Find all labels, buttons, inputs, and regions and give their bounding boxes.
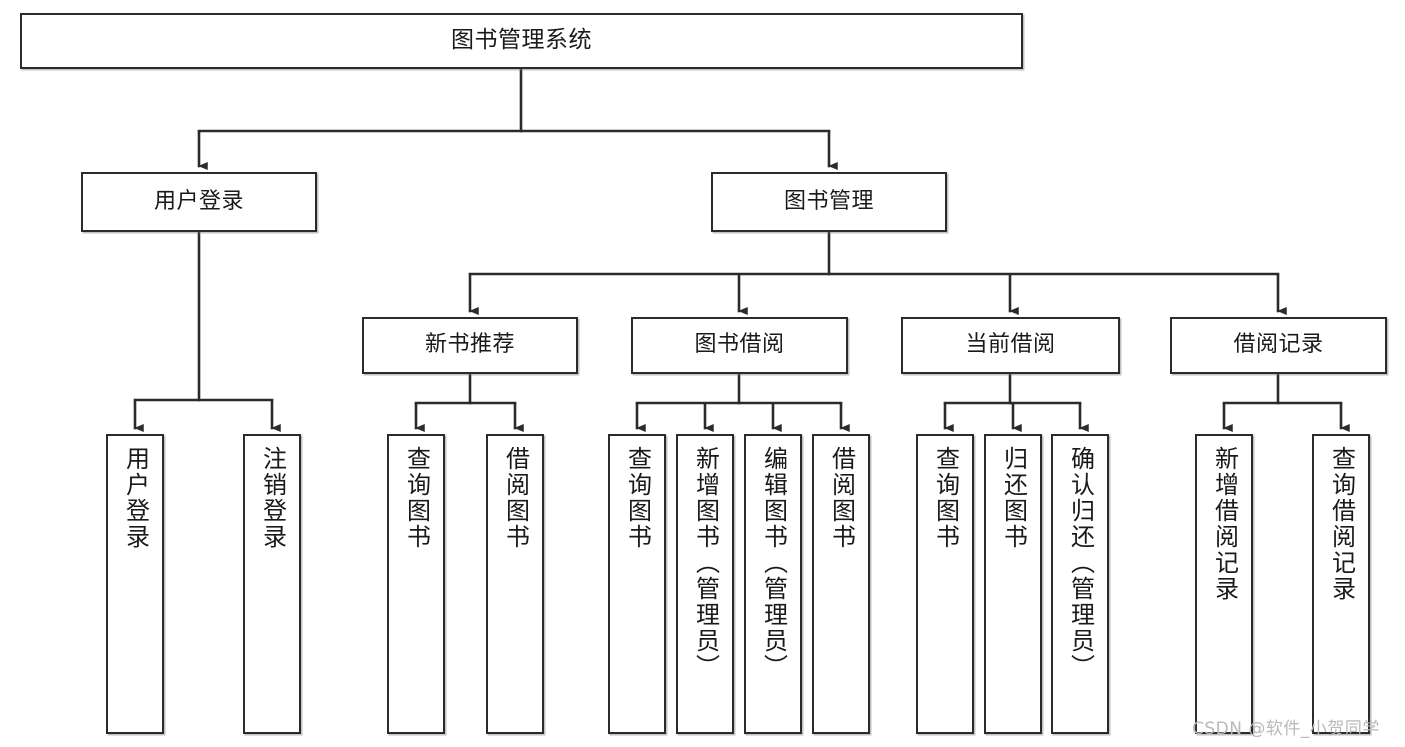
node-book-manage[interactable]: 图书管理 (711, 172, 947, 232)
node-root-label: 图书管理系统 (451, 27, 592, 54)
node-leaf-query-record[interactable]: 查询借阅记录 (1312, 434, 1370, 734)
node-new-book-rec[interactable]: 新书推荐 (362, 317, 578, 374)
node-book-borrow[interactable]: 图书借阅 (631, 317, 848, 374)
node-leaf-add-record[interactable]: 新增借阅记录 (1195, 434, 1253, 734)
node-leaf-query-book-rec[interactable]: 查询图书 (387, 434, 445, 734)
node-current-borrow-label: 当前借阅 (965, 332, 1056, 358)
node-book-manage-label: 图书管理 (783, 188, 874, 214)
watermark: CSDN @软件_小贺同学 (1192, 719, 1380, 739)
node-leaf-edit-book[interactable]: 编辑图书（管理员） (744, 434, 802, 734)
node-borrow-record[interactable]: 借阅记录 (1170, 317, 1387, 374)
node-book-borrow-label: 图书借阅 (694, 332, 785, 358)
node-leaf-add-book-label: 新增图书（管理员） (691, 446, 720, 680)
node-leaf-add-record-label: 新增借阅记录 (1210, 446, 1239, 602)
node-leaf-query-book-borrow[interactable]: 查询图书 (608, 434, 666, 734)
node-user-login-label: 用户登录 (153, 188, 244, 214)
node-new-book-rec-label: 新书推荐 (424, 332, 515, 358)
node-leaf-user-login-label: 用户登录 (121, 446, 150, 550)
node-leaf-borrow-book-label: 借阅图书 (827, 446, 856, 550)
node-leaf-logout-label: 注销登录 (258, 446, 287, 550)
node-leaf-borrow-book-rec[interactable]: 借阅图书 (486, 434, 544, 734)
node-leaf-query-book-cur[interactable]: 查询图书 (916, 434, 974, 734)
node-leaf-confirm-return[interactable]: 确认归还（管理员） (1051, 434, 1109, 734)
node-leaf-return-book-label: 归还图书 (999, 446, 1028, 550)
node-leaf-logout[interactable]: 注销登录 (243, 434, 301, 734)
node-leaf-add-book[interactable]: 新增图书（管理员） (676, 434, 734, 734)
node-leaf-return-book[interactable]: 归还图书 (984, 434, 1042, 734)
node-leaf-edit-book-label: 编辑图书（管理员） (759, 446, 788, 680)
node-leaf-borrow-book[interactable]: 借阅图书 (812, 434, 870, 734)
node-leaf-user-login[interactable]: 用户登录 (106, 434, 164, 734)
node-current-borrow[interactable]: 当前借阅 (901, 317, 1120, 374)
node-leaf-confirm-return-label: 确认归还（管理员） (1066, 446, 1095, 680)
node-borrow-record-label: 借阅记录 (1233, 332, 1324, 358)
node-leaf-query-book-cur-label: 查询图书 (931, 446, 960, 550)
node-leaf-query-book-rec-label: 查询图书 (402, 446, 431, 550)
node-leaf-borrow-book-rec-label: 借阅图书 (501, 446, 530, 550)
node-user-login[interactable]: 用户登录 (81, 172, 317, 232)
node-leaf-query-book-borrow-label: 查询图书 (623, 446, 652, 550)
node-leaf-query-record-label: 查询借阅记录 (1327, 446, 1356, 602)
node-root[interactable]: 图书管理系统 (20, 13, 1023, 69)
